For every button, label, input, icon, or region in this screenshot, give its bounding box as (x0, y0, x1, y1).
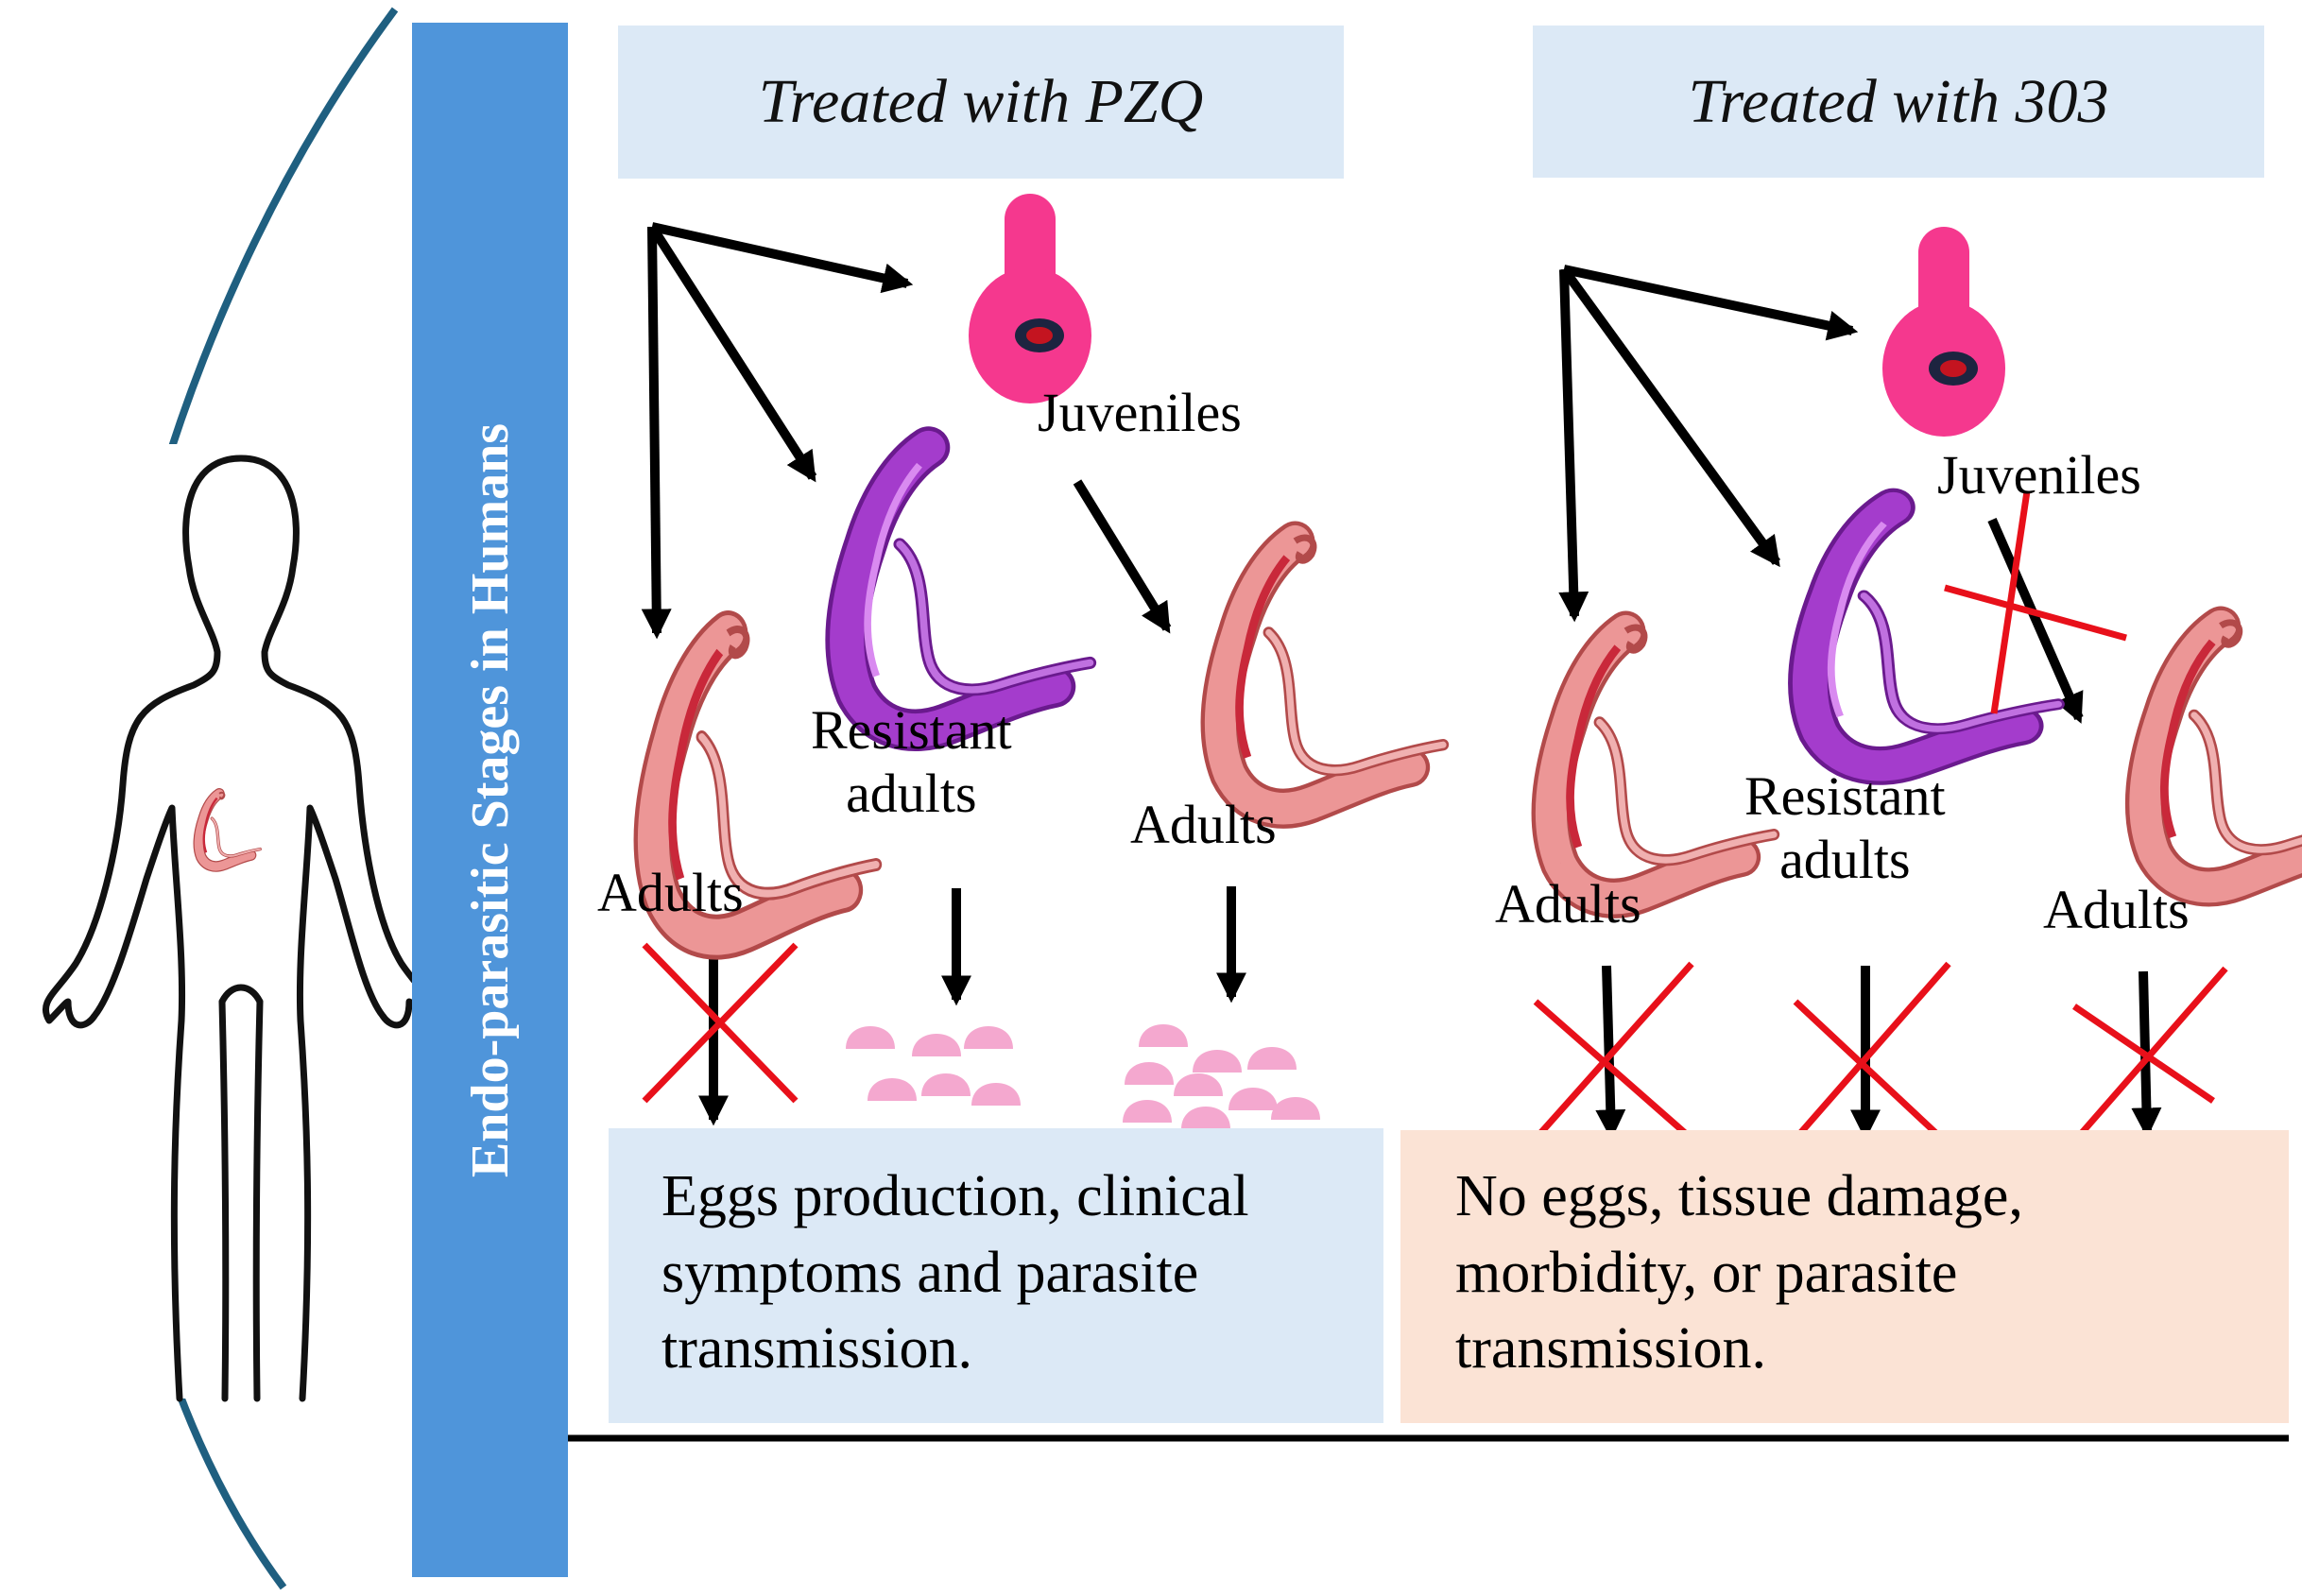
label-resistant-303: Resistant adults (1744, 765, 1946, 890)
side-label: Endo-parasitic Stages in Humans (460, 422, 520, 1177)
eggs-group (846, 1026, 1021, 1106)
outcome-pzq-text: Eggs production, clinical symptoms and p… (661, 1164, 1249, 1381)
outcome-303-text: No eggs, tissue damage, morbidity, or pa… (1455, 1164, 2023, 1381)
blocked-cross-icon (1533, 490, 2228, 1144)
resistant-worm-icon (847, 448, 1090, 730)
adult-worm-icon (1220, 538, 1443, 809)
juvenile-schistosomulum-icon (969, 194, 1091, 403)
side-bar: Endo-parasitic Stages in Humans (412, 23, 568, 1577)
label-adults-right-303: Adults (2043, 879, 2190, 940)
blocked-cross-icon (642, 942, 799, 1104)
juvenile-schistosomulum-icon (1882, 227, 2005, 437)
header-pzq: Treated with PZQ (618, 26, 1344, 179)
label-juveniles-303: Juveniles (1937, 444, 2141, 506)
label-juveniles-pzq: Juveniles (1038, 382, 1242, 443)
outcome-pzq-box: Eggs production, clinical symptoms and p… (609, 1128, 1383, 1423)
label-adults-left-pzq: Adults (597, 862, 744, 923)
adult-worm-icon (1551, 627, 1774, 899)
header-303: Treated with 303 (1533, 26, 2264, 178)
label-resistant-pzq: Resistant adults (811, 699, 1012, 824)
label-adults-left-303: Adults (1495, 873, 1641, 935)
eggs-group (1123, 1024, 1320, 1129)
outcome-303-box: No eggs, tissue damage, morbidity, or pa… (1400, 1130, 2289, 1423)
label-adults-right-pzq: Adults (1130, 794, 1277, 855)
adult-worm-icon (2145, 623, 2302, 887)
